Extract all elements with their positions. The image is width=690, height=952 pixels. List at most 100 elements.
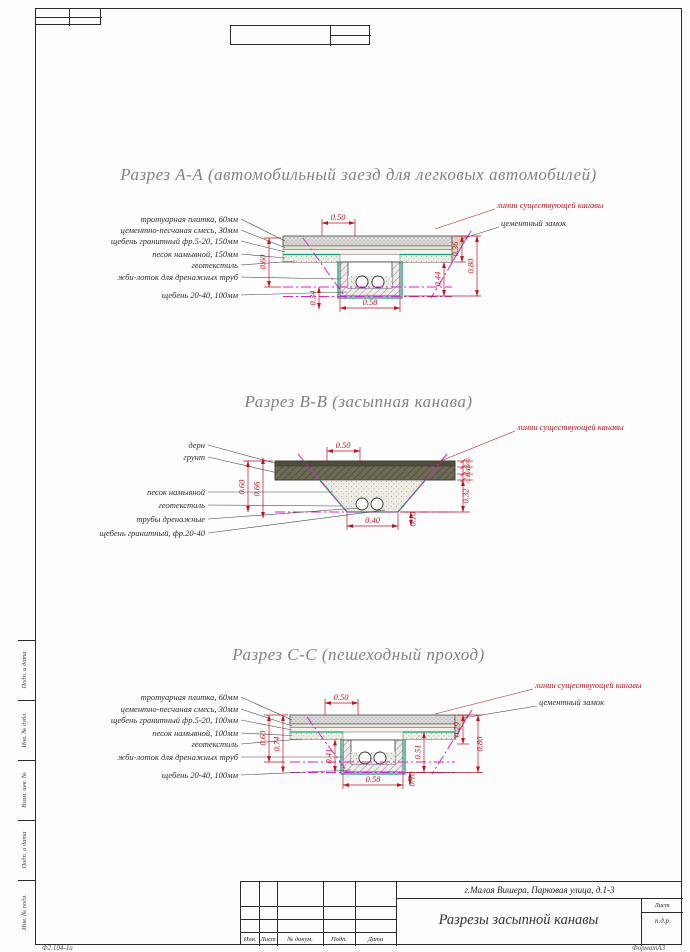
- dim-right-upper: 0.29: [452, 721, 462, 737]
- existing-ditch-label: линии существующей канавы: [496, 200, 604, 210]
- dimensions: 0.50 0.60 0.74 0.41 0.58 0.51 0.29 0.80: [258, 692, 485, 789]
- layer-label: цементно-песчаная смесь, 30мм: [121, 225, 239, 235]
- side-stamp-label: Инв. № дубл.: [21, 712, 28, 748]
- dim-left-outer: 0.60: [237, 479, 247, 495]
- dim-layer1: 0.09: [465, 458, 472, 470]
- dim-bottom-offset: 0.10: [408, 511, 418, 527]
- dim-right-upper: 0.36: [450, 241, 460, 257]
- sheet-label: Лист: [654, 902, 670, 909]
- dim-left-inner: 0.74: [272, 736, 282, 752]
- layer-label: щебень гранитный фр.5-20, 100мм: [111, 715, 239, 725]
- layer-label: щебень 20-40, 100мм: [162, 290, 239, 300]
- existing-ditch-label: линии существующей канавы: [534, 680, 642, 690]
- existing-ditch-label: линии существующей канавы: [516, 422, 624, 432]
- title-block: Изм. Лист № докум. Подп. Дата г.Малая Ви…: [240, 881, 683, 946]
- drainage-tray: [342, 739, 404, 773]
- layer-label: жби-лоток для дренажных труб: [117, 272, 238, 282]
- drain-pipe: [358, 751, 372, 765]
- dim-left-inner: 0.66: [252, 481, 262, 497]
- top-left-stamp: [35, 8, 102, 26]
- dim-right-lower: 0.32: [461, 488, 471, 504]
- existing-ditch-lines: [290, 709, 473, 775]
- rev-col-list: Лист: [260, 936, 276, 943]
- leader-lines: [207, 444, 386, 534]
- dim-right-total: 0.80: [466, 258, 476, 274]
- side-stamp-label: Инв. № подл.: [21, 894, 28, 930]
- section-c-title: Разрез С-С (пешеходный проход): [232, 645, 485, 664]
- drain-pipe: [355, 275, 369, 289]
- layer-labels: дерн грунт песок намывной геотекстиль тр…: [99, 440, 386, 538]
- pavement-structure: [289, 714, 469, 740]
- soil-slab: [274, 460, 456, 481]
- dim-tray-width: 0.58: [363, 297, 379, 307]
- drain-pipe: [371, 275, 385, 289]
- dim-lower-left: 0.34: [308, 290, 318, 306]
- section-a-title: Разрез А-А (автомобильный заезд для легк…: [120, 165, 597, 184]
- layer-label: цементно-песчаная смесь, 30мм: [121, 704, 239, 714]
- rev-col-dokum: № докум.: [287, 936, 313, 943]
- sheet-value: п.д.р: [654, 917, 670, 925]
- dim-right-total: 0.80: [475, 736, 485, 752]
- side-stamp-label: Подп. и дата: [21, 831, 28, 869]
- drain-pipe: [373, 751, 387, 765]
- dim-top-width: 0.50: [331, 212, 347, 222]
- dim-tray-depth: 0.44: [433, 271, 443, 287]
- layer-label: жби-лоток для дренажных труб: [117, 752, 238, 762]
- dim-bottom-width: 0.40: [365, 515, 381, 525]
- layer-label: грунт: [183, 452, 205, 462]
- rev-col-podp: Подп.: [330, 936, 348, 943]
- section-b-drawing: дерн грунт песок намывной геотекстиль тр…: [99, 422, 624, 538]
- dim-left-depth: 0.60: [258, 254, 268, 270]
- layer-label: трубы дренажные: [136, 514, 205, 524]
- side-stamp-label: Взам. инв. №: [21, 772, 28, 808]
- rev-col-data: Дата: [367, 936, 384, 943]
- dimensions: 0.50 0.36 0.80 0.60 0.44 0.34 0.58: [258, 212, 481, 312]
- dim-tray-width: 0.58: [366, 774, 382, 784]
- layer-labels: тротуарная плитка, 60мм цементно-песчана…: [111, 692, 352, 780]
- top-extra-stamp: [230, 25, 371, 46]
- layer-label: дерн: [188, 440, 205, 450]
- dim-layer2: 0.15: [465, 464, 472, 476]
- dim-top-width: 0.50: [336, 440, 352, 450]
- section-b-title: Разрез В-В (засыпная канава): [244, 392, 473, 411]
- cement-lock-label: цементный замок: [539, 697, 605, 707]
- layer-label: песок намывной, 100мм: [152, 728, 238, 738]
- drainage-tray: [339, 261, 401, 297]
- callouts: линии существующей канавы цементный замо…: [434, 200, 604, 240]
- dim-left-outer: 0.60: [258, 730, 268, 746]
- geotextile-line: [283, 253, 452, 299]
- layer-label: щебень 20-40, 100мм: [162, 770, 239, 780]
- section-a-drawing: тротуарная плитка, 60мм цементно-песчана…: [111, 200, 604, 312]
- dim-tray-left: 0.41: [324, 749, 334, 764]
- layer-label: геотекстиль: [158, 500, 205, 510]
- cement-lock-label: цементный замок: [501, 218, 567, 228]
- dimensions: 0.50 0.09 0.15 0.10 0.32 0.60 0.66: [237, 440, 473, 530]
- dim-top-width: 0.50: [334, 692, 350, 702]
- layer-label: щебень гранитный, фр.20-40: [99, 528, 205, 538]
- layer-label: песок намывной, 150мм: [152, 249, 238, 259]
- callouts: линии существующей канавы цементный замо…: [434, 680, 642, 719]
- layer-label: тротуарная плитка, 60мм: [141, 214, 239, 224]
- object-address: г.Малая Вишера, Парковая улица, д.1-3: [464, 885, 615, 895]
- drain-pipe: [370, 497, 384, 511]
- layer-label: геотекстиль: [191, 739, 238, 749]
- leader-lines: [240, 218, 348, 296]
- callouts: линии существующей канавы: [432, 422, 624, 465]
- format-label: ФорматА3: [632, 944, 666, 952]
- document-title: Разрезы засыпной канавы: [438, 912, 599, 928]
- existing-ditch-lines: [283, 230, 472, 299]
- layer-label: геотекстиль: [191, 260, 238, 270]
- layer-label: щебень гранитный фр.5-20, 150мм: [111, 236, 239, 246]
- form-code: Ф2.104-1а: [42, 944, 73, 952]
- pavement-structure: [282, 235, 469, 264]
- geotextile-line: [290, 731, 455, 775]
- dim-bottom-offset: 0.10: [407, 771, 417, 787]
- layer-labels: тротуарная плитка, 60мм цементно-песчана…: [111, 214, 348, 300]
- dim-tray-right: 0.51: [413, 745, 423, 760]
- section-c-drawing: тротуарная плитка, 60мм цементно-песчана…: [111, 680, 642, 789]
- dim-layer3: 0.10: [465, 471, 472, 483]
- layer-label: тротуарная плитка, 60мм: [141, 692, 239, 702]
- side-stamp-label: Подп. и дата: [21, 651, 28, 689]
- drain-pipe: [355, 497, 369, 511]
